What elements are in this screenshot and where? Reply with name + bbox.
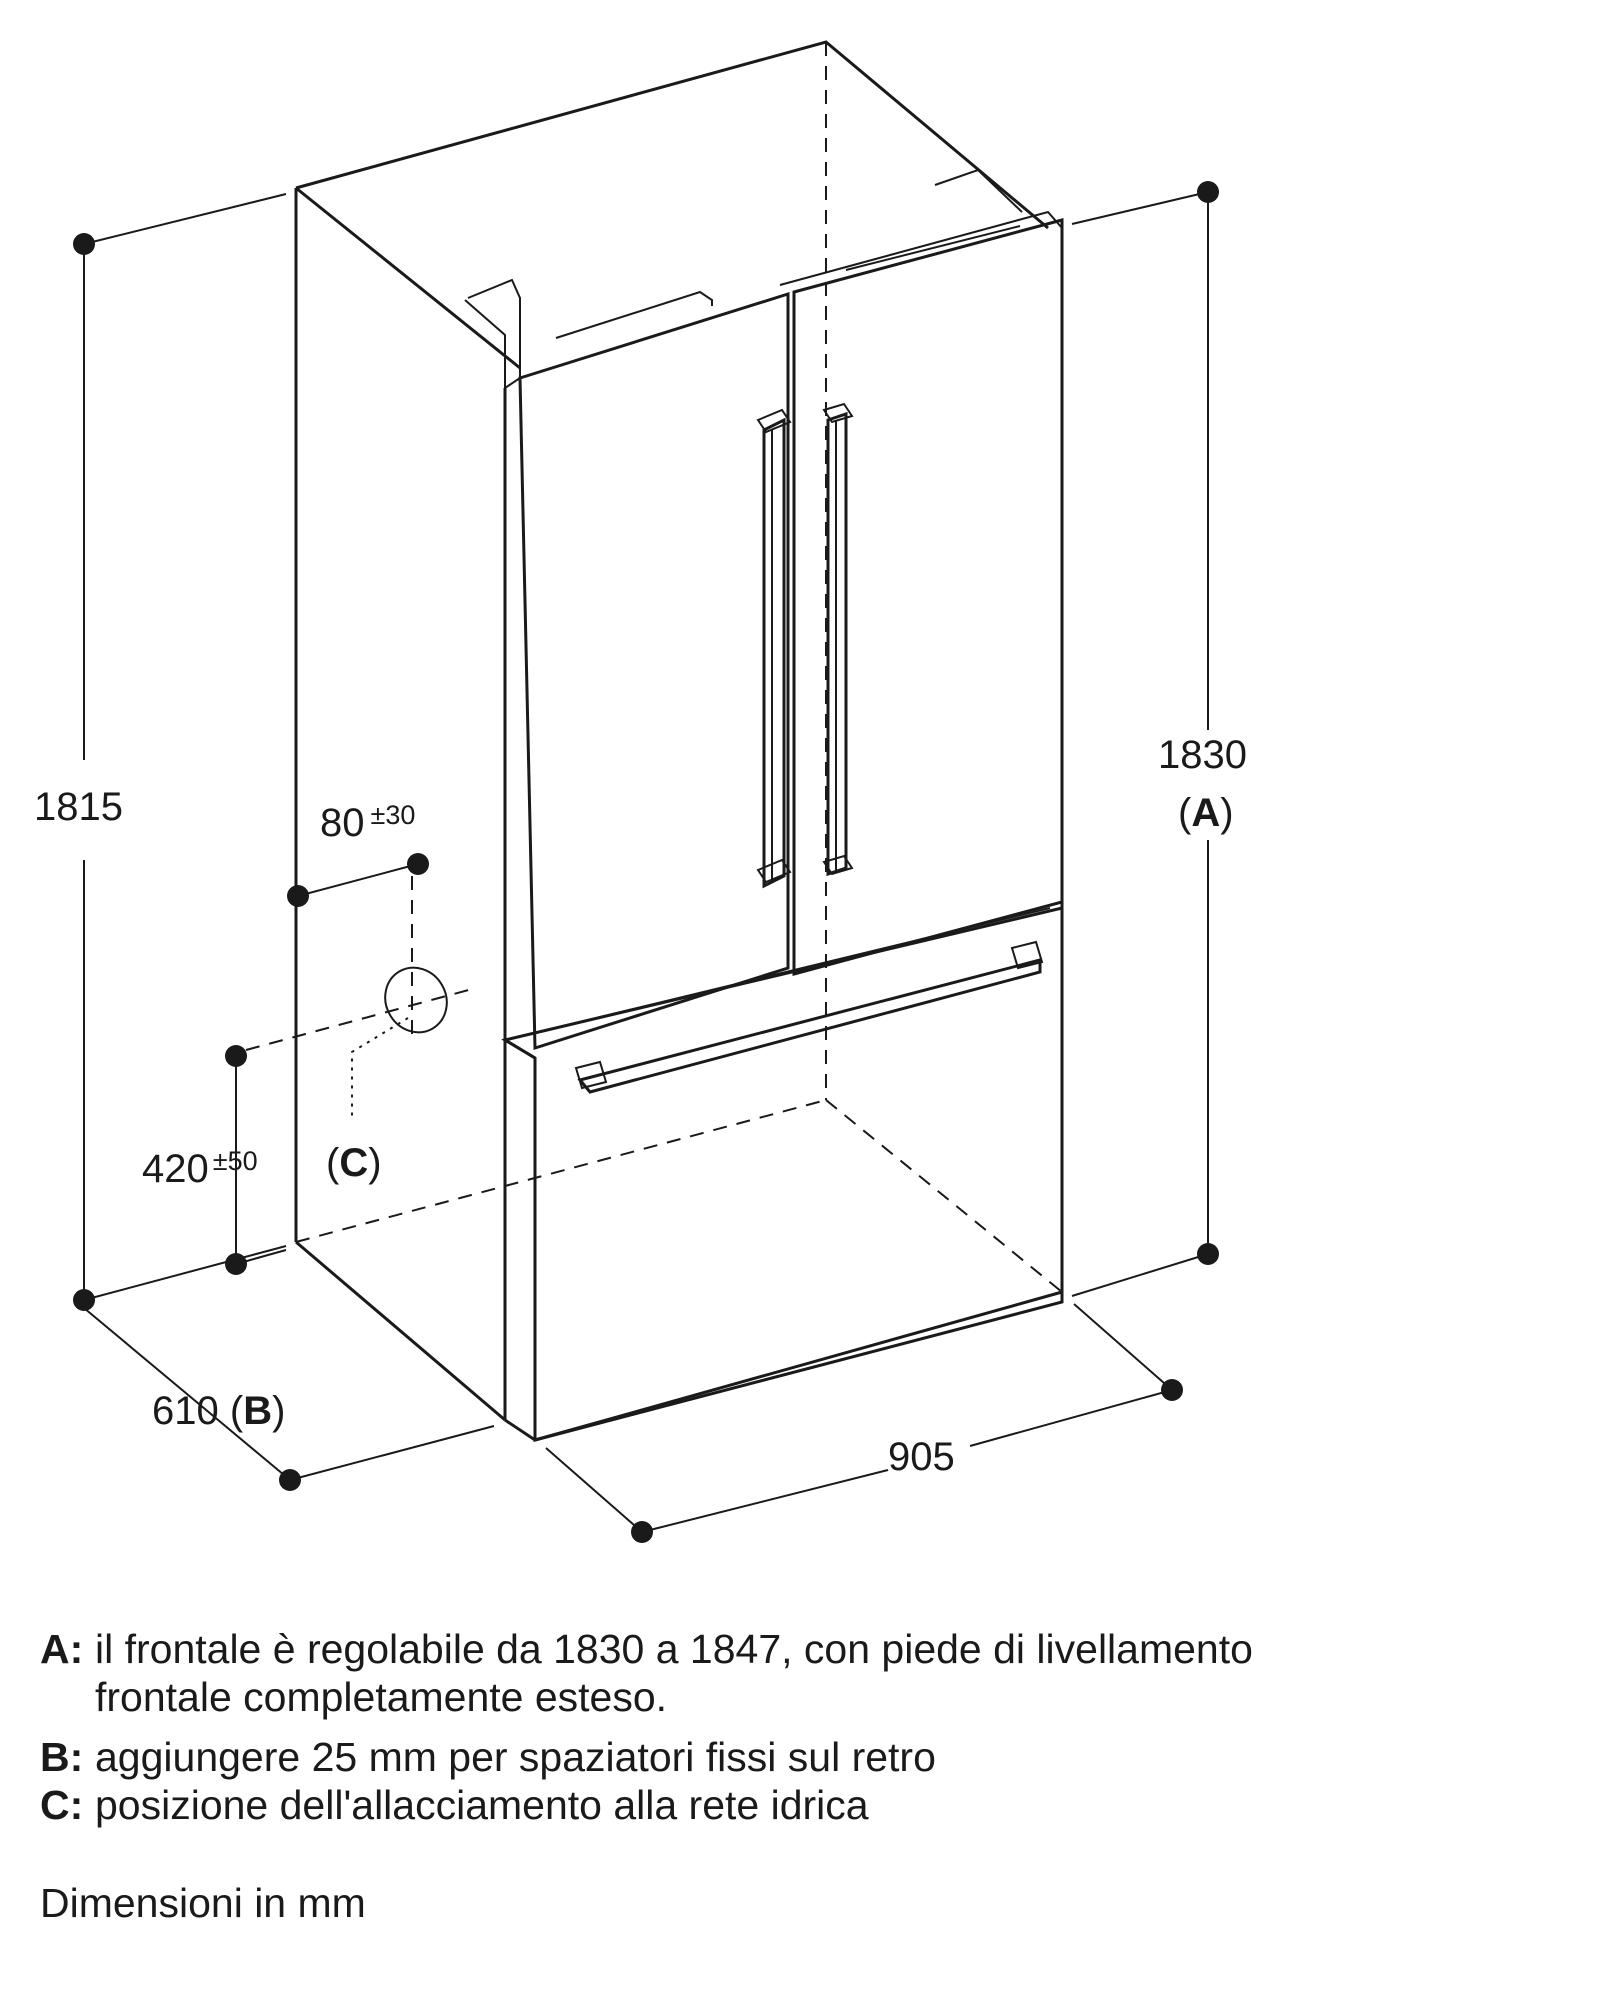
dim-line-depth <box>83 1307 495 1491</box>
legend-a-line-2: frontale completamente esteso. <box>95 1674 668 1720</box>
refrigerator-dimension-diagram: 1815 1830 (A) 610 (B) 905 80±30 <box>34 40 1247 1543</box>
legend-c-text: posizione dell'allacciamento alla rete i… <box>95 1782 869 1828</box>
legend-a-line-1: il frontale è regolabile da 1830 a 1847,… <box>95 1626 1253 1672</box>
legend: A: il frontale è regolabile da 1830 a 18… <box>40 1625 1253 1829</box>
water-ref-label: (C) <box>326 1141 382 1185</box>
dim-line-height-left <box>73 193 287 1311</box>
legend-item-a: A: il frontale è regolabile da 1830 a 18… <box>40 1626 1253 1720</box>
water-height-label: 420±50 <box>142 1146 258 1191</box>
right-french-door <box>779 168 1064 976</box>
freezer-drawer <box>501 906 1064 1442</box>
hidden-edges <box>295 42 1063 1293</box>
water-offset-label: 80±30 <box>320 800 415 845</box>
dim-line-water-height <box>225 1045 287 1275</box>
left-french-door <box>464 278 790 1051</box>
legend-item-b: B: aggiungere 25 mm per spaziatori fissi… <box>40 1734 936 1780</box>
right-door-handle <box>822 402 854 877</box>
freezer-drawer-handle <box>574 940 1044 1094</box>
depth-label: 610 (B) <box>152 1389 285 1433</box>
height-right-label: 1830 <box>1158 733 1247 777</box>
dim-line-height-right <box>1071 181 1219 1297</box>
height-left-label: 1815 <box>34 785 123 829</box>
height-right-ref: (A) <box>1178 791 1234 835</box>
dim-line-width <box>545 1303 1183 1543</box>
legend-item-c: C: posizione dell'allacciamento alla ret… <box>40 1782 869 1828</box>
left-door-handle <box>756 408 792 889</box>
units-note: Dimensioni in mm <box>40 1880 366 1926</box>
legend-b-text: aggiungere 25 mm per spaziatori fissi su… <box>95 1734 936 1780</box>
width-label: 905 <box>888 1435 955 1479</box>
water-connection-marker <box>245 876 477 1120</box>
dim-line-water-offset <box>287 853 429 907</box>
